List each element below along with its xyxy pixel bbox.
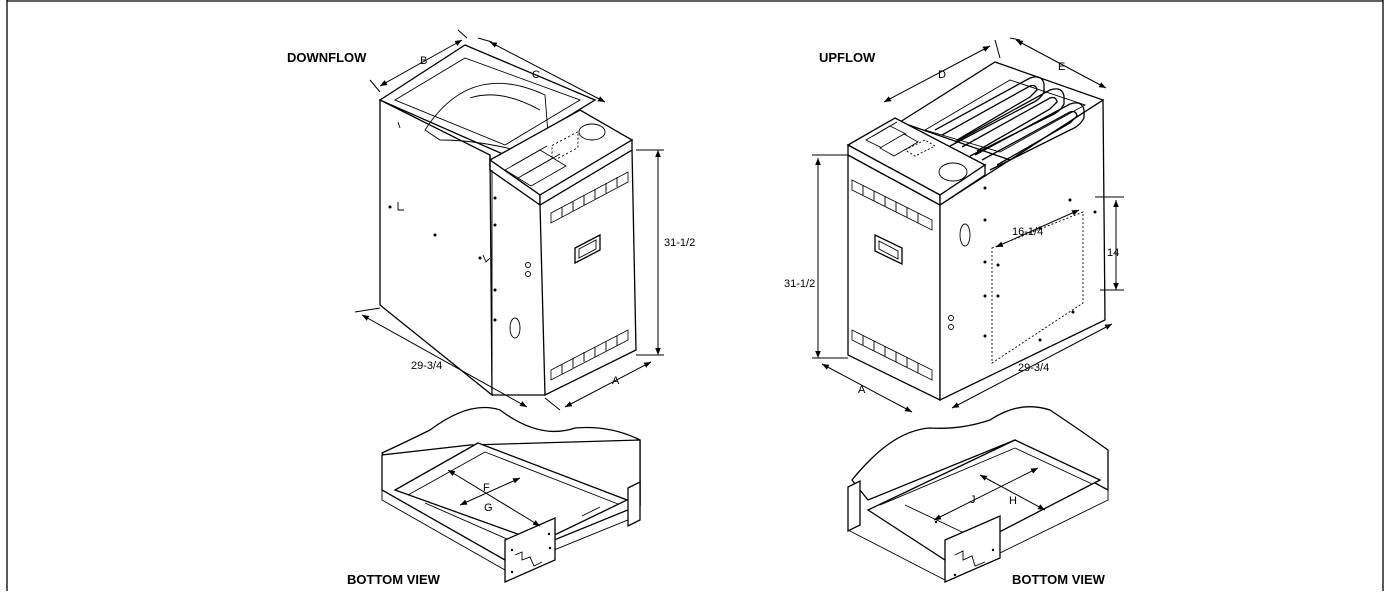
downflow-side-knockout xyxy=(509,317,521,339)
dim-width-label: 16-1/4 xyxy=(1012,226,1043,238)
dim-d-line xyxy=(883,45,991,103)
dim-a-line xyxy=(564,361,652,408)
dim-a-label: A xyxy=(612,375,620,387)
downflow-vent-hole xyxy=(578,123,606,141)
downflow-unit xyxy=(378,44,637,397)
upflow-unit xyxy=(846,61,1106,402)
upflow-label-area xyxy=(904,139,936,157)
dim-b-ext1 xyxy=(369,79,381,93)
dim-e-ext xyxy=(1009,37,1021,41)
bottom-view-left-heading: BOTTOM VIEW xyxy=(347,572,441,587)
downflow-heading: DOWNFLOW xyxy=(287,50,367,65)
dim-side-label: 14 xyxy=(1107,247,1119,259)
dim-depth-line xyxy=(361,314,528,408)
bottom-view-right xyxy=(847,406,1109,583)
dim-f-label: F xyxy=(483,482,490,494)
dim-a-ext1 xyxy=(544,397,561,411)
upflow-control-side xyxy=(939,163,986,207)
downflow-dimensions: B C 31-1/2 29-3/4 A xyxy=(354,29,695,411)
dim-depth-ext1 xyxy=(354,307,381,313)
bottom-left-end-flange xyxy=(627,480,641,528)
dim-depth-label: 29-3/4 xyxy=(411,360,442,372)
dim-f-line xyxy=(459,477,521,506)
downflow-top-grill xyxy=(504,145,567,187)
bottom-right-dimensions: J H xyxy=(933,467,1046,521)
downflow-label-area xyxy=(551,130,579,163)
upflow-dimensions: D E 31-1/2 16-1/4 14 29-3/4 A xyxy=(784,37,1124,413)
bottom-right-end-flange xyxy=(847,479,861,533)
dim-height-up-label: 31-1/2 xyxy=(784,278,815,290)
downflow-door-handle xyxy=(574,233,601,265)
downflow-control-front xyxy=(539,138,633,207)
dim-depth-line-up xyxy=(951,323,1113,409)
dim-c-line xyxy=(489,41,606,103)
upflow-vent-hole xyxy=(938,162,968,182)
dim-j-label: J xyxy=(970,494,976,506)
dim-a-up-label: A xyxy=(858,384,866,396)
upflow-top-grill xyxy=(865,121,919,157)
upflow-lower-louvers xyxy=(851,329,933,381)
dim-e-label: E xyxy=(1058,61,1065,73)
dim-depth-up-label: 29-3/4 xyxy=(1018,362,1049,374)
downflow-door-handle-inner xyxy=(578,239,597,259)
bottom-view-left xyxy=(381,406,641,583)
downflow-upper-louvers xyxy=(550,171,629,224)
bottom-right-cutaway-wall xyxy=(851,406,1109,501)
dim-d-ext xyxy=(994,39,1001,59)
dim-b-line xyxy=(379,39,463,87)
dim-a-line-up xyxy=(821,363,913,413)
downflow-left-side xyxy=(379,98,493,397)
dim-g-label: G xyxy=(484,502,493,514)
upflow-door-handle-inner xyxy=(878,240,899,260)
bottom-view-right-heading: BOTTOM VIEW xyxy=(1012,572,1106,587)
dim-b-label: B xyxy=(420,55,427,67)
upflow-heading: UPFLOW xyxy=(819,50,876,65)
dim-h-label: H xyxy=(1009,495,1017,507)
dim-e-line xyxy=(1015,39,1107,89)
dim-c-ext1 xyxy=(477,37,493,43)
upflow-upper-louvers xyxy=(851,179,933,231)
dim-width-line xyxy=(995,209,1080,248)
bottom-left-dimensions: G F xyxy=(447,469,541,527)
dim-b-ext2 xyxy=(457,29,468,39)
dim-h-line xyxy=(979,474,1046,511)
dim-height-label: 31-1/2 xyxy=(664,237,695,249)
bottom-right-corner-block xyxy=(944,515,1001,583)
dim-d-label: D xyxy=(938,69,946,81)
dim-c-label: C xyxy=(532,69,540,81)
upflow-side-knockout xyxy=(959,223,971,247)
